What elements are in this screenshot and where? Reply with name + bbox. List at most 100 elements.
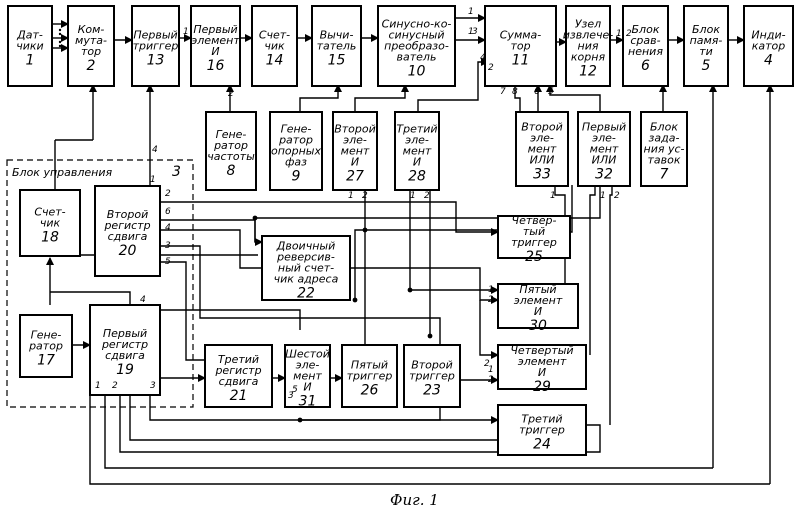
block-25-label-line: триггер — [511, 236, 557, 249]
block-30: ПятыйэлементИ30 — [498, 283, 578, 334]
block-30-label-line: И — [534, 305, 542, 318]
block-16: ПервыйэлементИ16 — [191, 6, 240, 86]
block-22: Двоичныйреверсив-ный счет-чик адреса22 — [262, 236, 350, 302]
wire-20-25-6 — [160, 202, 498, 232]
wire-28-30 — [410, 190, 498, 290]
block-33-number: 33 — [533, 167, 551, 183]
block-20-number: 20 — [119, 243, 137, 259]
block-4-number: 4 — [764, 53, 773, 69]
block-28-label-line: И — [413, 156, 421, 169]
block-6: Блоксрав-нения6 — [623, 6, 668, 86]
block-33-label-line: ИЛИ — [530, 154, 555, 167]
pin-label: 4 — [152, 145, 158, 155]
block-19-number: 19 — [116, 362, 134, 378]
block-8-label-line: частоты — [207, 150, 255, 163]
block-6-number: 6 — [641, 58, 650, 74]
block-27: Второйэле-ментИ27 — [333, 112, 377, 190]
block-16-number: 16 — [207, 58, 225, 74]
pin-label: 1 — [410, 191, 416, 201]
block-4-label-line: катор — [752, 40, 786, 53]
pin-label: 2 — [424, 191, 430, 201]
pin-label: 3 — [472, 27, 478, 37]
wire-24-32 — [610, 185, 612, 425]
block-20: Второйрегистрсдвига20 — [95, 186, 160, 276]
block-12-label-line: корня — [571, 51, 606, 64]
block-23: Второйтриггер23 — [404, 345, 460, 407]
block-24-label-line: триггер — [519, 424, 565, 437]
block-24-number: 24 — [533, 437, 551, 453]
block-6-label-line: нения — [628, 45, 663, 58]
block-21-label-line: сдвига — [219, 375, 259, 388]
block-16-label-line: И — [211, 45, 219, 58]
pin-label: 7 — [500, 87, 506, 97]
block-4: Инди-катор4 — [744, 6, 793, 86]
wire-32-11 — [550, 85, 600, 112]
block-7-number: 7 — [660, 167, 669, 183]
block-33: Второйэле-ментИЛИ33 — [516, 112, 568, 186]
block-14: Счет-чик14 — [252, 6, 297, 86]
control-unit-label: Блок управления — [12, 166, 112, 179]
wire-19-31 — [160, 310, 300, 330]
block-10: Синусно-ко-синусныйпреобразо-ватель10 — [378, 6, 455, 86]
pin-label: 1 — [550, 191, 556, 201]
block-11-label-line: тор — [510, 40, 530, 53]
block-5-number: 5 — [702, 58, 711, 74]
block-2: Ком-мута-тор2 — [68, 6, 114, 86]
block-29-number: 29 — [533, 379, 551, 395]
block-5-label-line: ти — [699, 45, 713, 58]
figure-caption: Фиг. 1 — [390, 491, 439, 509]
pin-label: 1 — [468, 7, 474, 17]
pin-label: 2 — [614, 191, 620, 201]
block-10-number: 10 — [408, 64, 426, 80]
pin-label: 2 — [228, 89, 234, 99]
block-2-label-line: тор — [81, 45, 101, 58]
block-21-number: 21 — [230, 388, 248, 404]
block-32-number: 32 — [595, 167, 613, 183]
block-13-number: 13 — [147, 53, 165, 69]
pin-label: 6 — [165, 207, 171, 217]
block-18-number: 18 — [41, 230, 59, 246]
wire-27-10 — [355, 85, 405, 112]
block-30-number: 30 — [529, 318, 547, 334]
block-31-number: 31 — [299, 394, 317, 410]
block-8: Гене-раторчастоты8 — [206, 112, 256, 190]
pin-label: 2 — [626, 29, 632, 39]
block-15-number: 15 — [328, 53, 346, 69]
pin-label: 2 — [362, 191, 368, 201]
wire-29-32 — [590, 185, 595, 355]
pin-label: 2 — [165, 189, 171, 199]
block-19-label-line: сдвига — [105, 349, 145, 362]
block-2-number: 2 — [87, 58, 96, 74]
block-13: Первыйтриггер13 — [132, 6, 179, 86]
pin-label: 1 — [150, 175, 156, 185]
block-23-label-line: триггер — [409, 370, 455, 383]
block-29-label-line: И — [538, 366, 546, 379]
wire-20-21 — [160, 262, 205, 360]
block-31-label-line: И — [303, 381, 311, 394]
pin-label: 1 — [95, 381, 101, 391]
pin-label: 1 — [488, 365, 494, 375]
block-12: Узелизвлече-ниякорня12 — [563, 6, 614, 86]
block-15: Вычи-татель15 — [312, 6, 361, 86]
block-9-label-line: фаз — [285, 156, 307, 169]
block-27-number: 27 — [346, 169, 364, 185]
block-18-label-line: чик — [40, 217, 61, 230]
pin-label: 4 — [140, 295, 146, 305]
pin-label: 4 — [165, 223, 171, 233]
pin-label: 1 — [600, 191, 606, 201]
block-14-label-line: чик — [264, 40, 285, 53]
block-11-number: 11 — [512, 53, 530, 69]
block-28-number: 28 — [408, 169, 426, 185]
block-1: Дат-чики1 — [8, 6, 52, 86]
block-28: Третийэле-ментИ28 — [395, 112, 439, 190]
block-26-number: 26 — [361, 383, 379, 399]
block-32: Первыйэле-ментИЛИ32 — [578, 112, 630, 186]
block-17-number: 17 — [37, 353, 55, 369]
block-1-number: 1 — [26, 53, 35, 69]
pin-label: 5 — [548, 87, 554, 97]
block-8-number: 8 — [227, 163, 236, 179]
block-17: Гене-ратор17 — [20, 315, 72, 377]
block-11: Сумма-тор11 — [485, 6, 556, 86]
pin-label: 5 — [165, 257, 171, 267]
